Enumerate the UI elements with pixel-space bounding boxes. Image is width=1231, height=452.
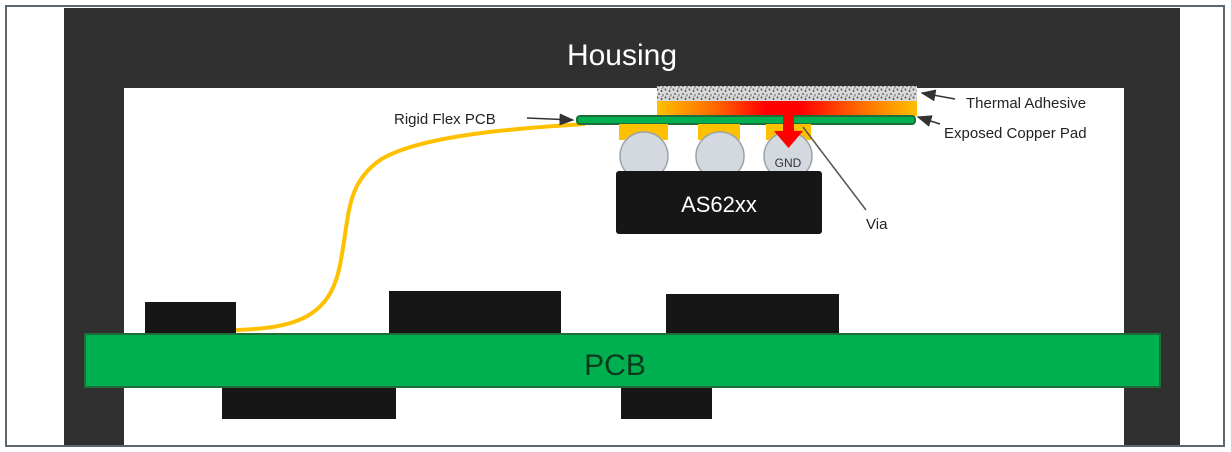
via-leader-line [802,126,867,211]
via-label: Via [866,216,888,233]
chip-label: AS62xx [681,192,757,217]
thermal-adhesive-label: Thermal Adhesive [966,95,1086,112]
rigid-flex-arrow [526,113,575,126]
component-top-right [666,294,839,334]
flex-cable [235,122,586,332]
heat-flow-arrow [774,103,803,148]
main-pcb [84,333,1161,388]
component-bottom-right [621,387,712,419]
exposed-copper-arrow [916,115,941,127]
component-top-center [389,291,561,334]
exposed-copper-label: Exposed Copper Pad [944,125,1087,142]
thermal-adhesive [657,86,917,102]
housing-top [64,8,1180,88]
gnd-label: GND [775,156,802,170]
component-bottom-left [222,387,396,419]
rigid-flex-pcb [576,115,916,125]
rigid-flex-label: Rigid Flex PCB [394,111,496,128]
as62xx-chip [616,171,822,234]
housing-label: Housing [567,39,677,72]
thermal-adhesive-arrow [920,89,956,102]
component-top-left [145,302,236,334]
pcb-label: PCB [584,349,646,382]
